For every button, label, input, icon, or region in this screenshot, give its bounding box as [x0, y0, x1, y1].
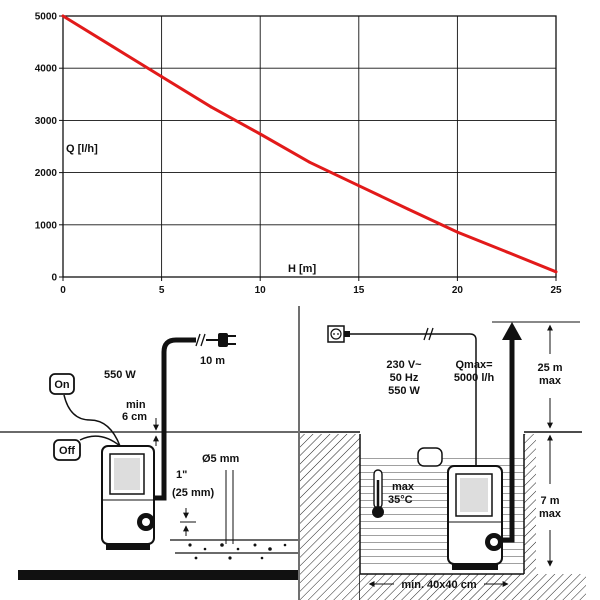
on-label: On — [54, 379, 70, 391]
shaft-wall-left — [300, 434, 360, 600]
shaft-wall-right — [524, 434, 536, 574]
series-line-flow-curve — [61, 14, 558, 274]
performance-chart: 0 1000 2000 3000 4000 5000 0 5 10 15 20 25 Q [l/h]… — [35, 12, 562, 297]
off-state-box: Off — [53, 439, 81, 461]
pump-right — [447, 465, 503, 570]
plug-icon — [195, 333, 236, 347]
x-tick-label-3: 15 — [353, 285, 365, 296]
data-point-2 — [160, 75, 164, 78]
y-axis-label: Q [l/h] — [66, 143, 98, 155]
frequency-label: 50 Hz — [390, 372, 419, 384]
ground-right — [524, 574, 586, 600]
thermometer-icon — [372, 469, 384, 518]
data-point-9 — [505, 250, 509, 254]
off-label: Off — [59, 445, 75, 457]
float-switch-cable — [63, 394, 121, 447]
x-tick-labels: 0 5 10 15 20 25 — [60, 277, 562, 296]
depth-max-label: max — [539, 508, 562, 520]
height-max-label: max — [539, 375, 562, 387]
x-tick-label-4: 20 — [452, 285, 464, 296]
float-switch — [417, 447, 443, 467]
y-tick-label-1: 1000 — [35, 220, 58, 231]
left-power-label: 550 W — [104, 369, 136, 381]
on-state-box: On — [49, 373, 75, 395]
data-point-5 — [308, 160, 311, 164]
height-label: 25 m — [537, 362, 562, 374]
voltage-label: 230 V~ — [386, 359, 422, 371]
discharge-hose — [154, 337, 196, 501]
cable-length-label: 10 m — [200, 355, 225, 367]
discharge-arrow — [502, 322, 522, 340]
socket-icon — [327, 325, 350, 343]
installation-diagram-left: On Off 550 W 10 m min 6 cm 1" (25 mm) Ø5… — [0, 333, 298, 580]
depth-label: 7 m — [541, 495, 560, 507]
y-tick-label-0: 0 — [51, 273, 57, 284]
data-point-6 — [357, 184, 361, 188]
shaft-floor — [360, 574, 524, 600]
min-level-label-1: min — [126, 399, 146, 411]
data-point-7 — [406, 207, 410, 211]
inch-label-1: 1" — [176, 469, 187, 481]
series-points — [61, 14, 558, 274]
y-tick-labels: 0 1000 2000 3000 4000 5000 — [35, 12, 63, 284]
y-tick-label-3: 3000 — [35, 116, 58, 127]
qmax-value-label: 5000 l/h — [454, 372, 495, 384]
right-power-label: 550 W — [388, 385, 420, 397]
min-level-label-2: 6 cm — [122, 411, 147, 423]
y-tick-label-2: 2000 — [35, 168, 58, 179]
diameter-label: Ø5 mm — [202, 453, 240, 465]
inch-label-2: (25 mm) — [172, 487, 215, 499]
temp-max-label: max — [392, 481, 415, 493]
y-tick-label-5: 5000 — [35, 12, 58, 23]
sediment-layer — [170, 539, 298, 560]
shaft-size-label: min. 40x40 cm — [401, 579, 476, 591]
data-point-3 — [209, 105, 213, 109]
x-tick-label-2: 10 — [255, 285, 267, 296]
temp-value-label: 35°C — [388, 494, 413, 506]
x-tick-label-0: 0 — [60, 285, 66, 296]
pump-left — [101, 445, 155, 550]
data-point-1 — [110, 44, 114, 48]
float-switch-cable-off — [79, 435, 121, 447]
floor-bar — [18, 570, 298, 580]
plot-frame — [62, 15, 557, 278]
chart-grid — [62, 15, 557, 278]
discharge-pipe — [502, 340, 515, 543]
data-point-10 — [554, 270, 558, 274]
qmax-label: Qmax= — [456, 359, 493, 371]
data-point-0 — [61, 14, 65, 18]
power-cable — [350, 333, 477, 466]
y-tick-label-4: 4000 — [35, 64, 58, 75]
x-axis-label: H [m] — [288, 263, 316, 275]
x-tick-label-5: 25 — [550, 285, 562, 296]
data-point-8 — [456, 230, 459, 234]
installation-diagram-right: 230 V~ 50 Hz 550 W Qmax= 5000 l/h 25 m m… — [300, 321, 586, 600]
data-point-4 — [258, 132, 262, 136]
x-tick-label-1: 5 — [159, 285, 165, 296]
